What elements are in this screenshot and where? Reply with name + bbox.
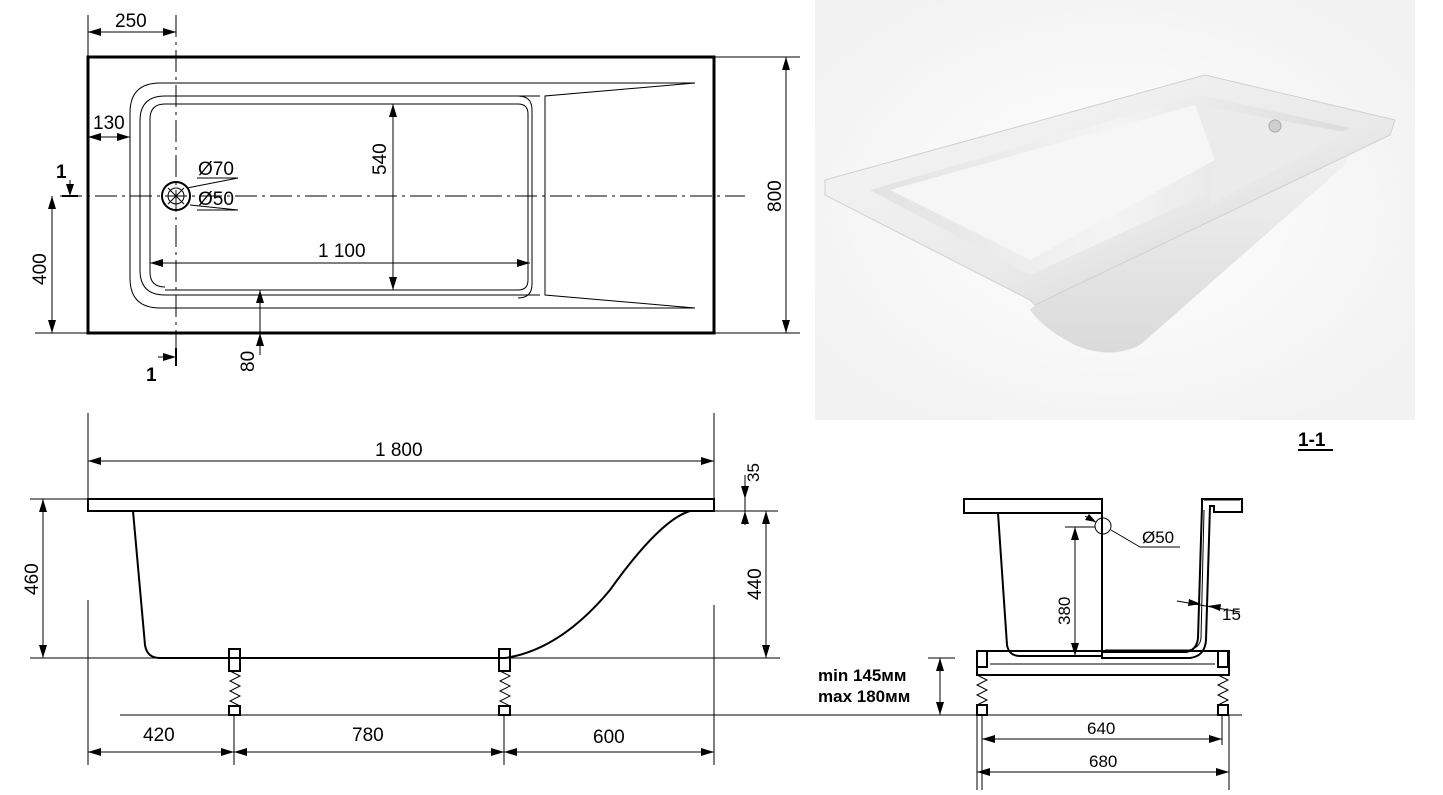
dim-1800-label: 1 800 xyxy=(375,440,423,461)
dim-420-label: 420 xyxy=(143,725,175,746)
dim-600-label: 600 xyxy=(593,727,625,748)
dim-130-label: 130 xyxy=(93,113,125,134)
section-wall xyxy=(1101,498,1243,659)
dim-380-label: 380 xyxy=(1055,597,1074,625)
bowl-floor-rect xyxy=(165,103,529,291)
tub-outline-top xyxy=(86,55,716,335)
section-mark-bottom: 1 xyxy=(146,365,157,386)
section-leg-left xyxy=(975,650,989,716)
side-view: 1 800 460 35 440 420 780 600 xyxy=(22,413,960,765)
bathtub-photo xyxy=(815,0,1415,420)
dim-640-label: 640 xyxy=(1087,719,1115,738)
side-body xyxy=(132,510,691,659)
leg-max-label: max 180мм xyxy=(818,687,910,706)
side-rim xyxy=(87,498,715,512)
section-drain-label: Ø50 xyxy=(1142,528,1174,547)
top-view: Ø70 Ø50 250 130 540 1 100 400 80 xyxy=(30,11,800,386)
dim-680-label: 680 xyxy=(1089,752,1117,771)
section-leg-right xyxy=(1216,650,1230,716)
dim-80-label: 80 xyxy=(238,351,259,372)
leg-left xyxy=(228,648,242,716)
dim-35-label: 35 xyxy=(744,463,763,482)
drain-outer-label: Ø70 xyxy=(198,159,234,180)
dim-440-label: 440 xyxy=(745,568,766,600)
dim-460-label: 460 xyxy=(22,563,43,595)
dim-540-label: 540 xyxy=(370,143,391,175)
drain-inner-label: Ø50 xyxy=(198,189,234,210)
dim-15-label: 15 xyxy=(1222,605,1241,624)
section-view: 1-1 Ø50 380 xyxy=(960,430,1333,790)
dim-400-label: 400 xyxy=(30,253,51,285)
dim-1100-label: 1 100 xyxy=(318,241,366,262)
section-mark-top: 1 xyxy=(56,162,67,183)
overflow-hole xyxy=(1268,119,1282,133)
bowl-rim-outer xyxy=(129,82,696,309)
section-title: 1-1 xyxy=(1298,430,1326,451)
tub-body-3d xyxy=(1030,145,1355,353)
dim-800-label: 800 xyxy=(765,180,786,212)
leg-height-note: min 145мм max 180мм xyxy=(818,657,955,715)
drain-symbol xyxy=(161,181,191,211)
leg-min-label: min 145мм xyxy=(818,666,906,685)
dim-780-label: 780 xyxy=(352,725,384,746)
dim-250-label: 250 xyxy=(115,11,147,32)
